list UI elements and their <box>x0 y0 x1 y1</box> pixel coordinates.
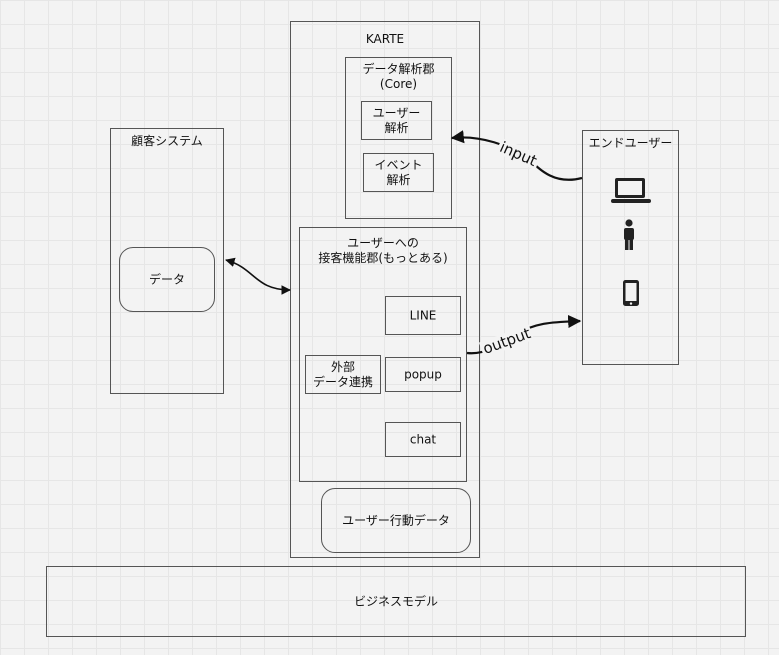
popup-box[interactable]: popup <box>385 357 461 392</box>
line-label: LINE <box>409 308 437 322</box>
popup-label: popup <box>404 367 442 381</box>
input-edge-label: input <box>495 137 542 171</box>
chat-box[interactable]: chat <box>385 422 461 457</box>
karte-title: KARTE <box>365 32 405 46</box>
engagement-features-box[interactable]: ユーザーへの 接客機能郡(もっとある) <box>299 227 467 482</box>
person-icon <box>624 219 634 250</box>
user-analysis-box[interactable]: ユーザー 解析 <box>361 101 432 140</box>
business-model-box[interactable]: ビジネスモデル <box>46 566 746 637</box>
end-user-box[interactable]: エンドユーザー <box>582 130 679 365</box>
line-box[interactable]: LINE <box>385 296 461 335</box>
behavior-data-label: ユーザー行動データ <box>342 513 450 527</box>
laptop-icon <box>611 178 651 203</box>
engagement-features-title: ユーザーへの 接客機能郡(もっとある) <box>318 236 448 265</box>
core-analysis-box[interactable]: データ解析郡 (Core) <box>345 57 452 219</box>
event-analysis-label: イベント 解析 <box>374 157 423 187</box>
customer-system-title: 顧客システム <box>131 134 203 148</box>
customer-system-box[interactable]: 顧客システム <box>110 128 224 394</box>
event-analysis-box[interactable]: イベント 解析 <box>363 153 434 192</box>
customer-data-label: データ <box>148 272 185 286</box>
external-data-box[interactable]: 外部 データ連携 <box>305 355 381 394</box>
chat-label: chat <box>409 432 437 446</box>
behavior-data-box[interactable]: ユーザー行動データ <box>321 488 471 553</box>
customer-data-sync-edge <box>225 257 291 295</box>
user-analysis-label: ユーザー 解析 <box>372 105 421 135</box>
external-data-label: 外部 データ連携 <box>312 359 373 389</box>
end-user-title: エンドユーザー <box>588 136 673 150</box>
customer-data-box[interactable]: データ <box>119 247 215 312</box>
smartphone-icon <box>623 280 639 306</box>
business-model-label: ビジネスモデル <box>353 594 438 608</box>
output-edge-label: output <box>478 324 535 358</box>
core-analysis-title: データ解析郡 (Core) <box>362 62 435 91</box>
